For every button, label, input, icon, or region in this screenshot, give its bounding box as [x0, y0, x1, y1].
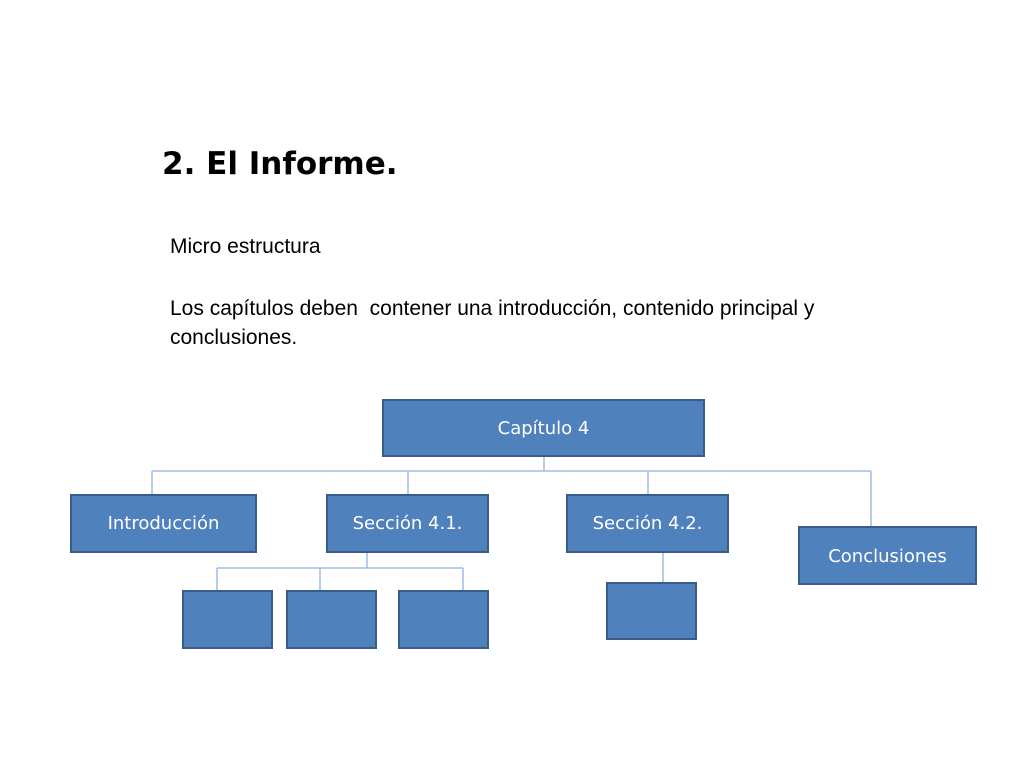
box-seccion-4-2-label: Sección 4.2.: [593, 513, 703, 534]
box-conclusiones-label: Conclusiones: [828, 546, 947, 567]
box-introduccion: Introducción: [70, 494, 257, 553]
connectors: [151, 456, 872, 591]
box-introduccion-label: Introducción: [108, 513, 220, 534]
slide-title: 2. El Informe.: [162, 146, 398, 182]
box-root: Capítulo 4: [382, 399, 705, 457]
box-s41-subitem-1: [182, 590, 273, 649]
box-root-label: Capítulo 4: [498, 418, 590, 439]
box-s41-subitem-3: [398, 590, 489, 649]
box-seccion-4-1-label: Sección 4.1.: [353, 513, 463, 534]
boxes: Capítulo 4 Introducción Sección 4.1. Sec…: [70, 399, 977, 649]
box-seccion-4-1: Sección 4.1.: [326, 494, 489, 553]
box-s41-subitem-2: [286, 590, 377, 649]
box-conclusiones: Conclusiones: [798, 526, 977, 585]
slide-subtitle: Micro estructura: [170, 235, 321, 258]
box-seccion-4-2: Sección 4.2.: [566, 494, 729, 553]
box-s42-subitem-1: [606, 582, 697, 640]
slide-description: Los capítulos deben contener una introdu…: [170, 297, 821, 349]
